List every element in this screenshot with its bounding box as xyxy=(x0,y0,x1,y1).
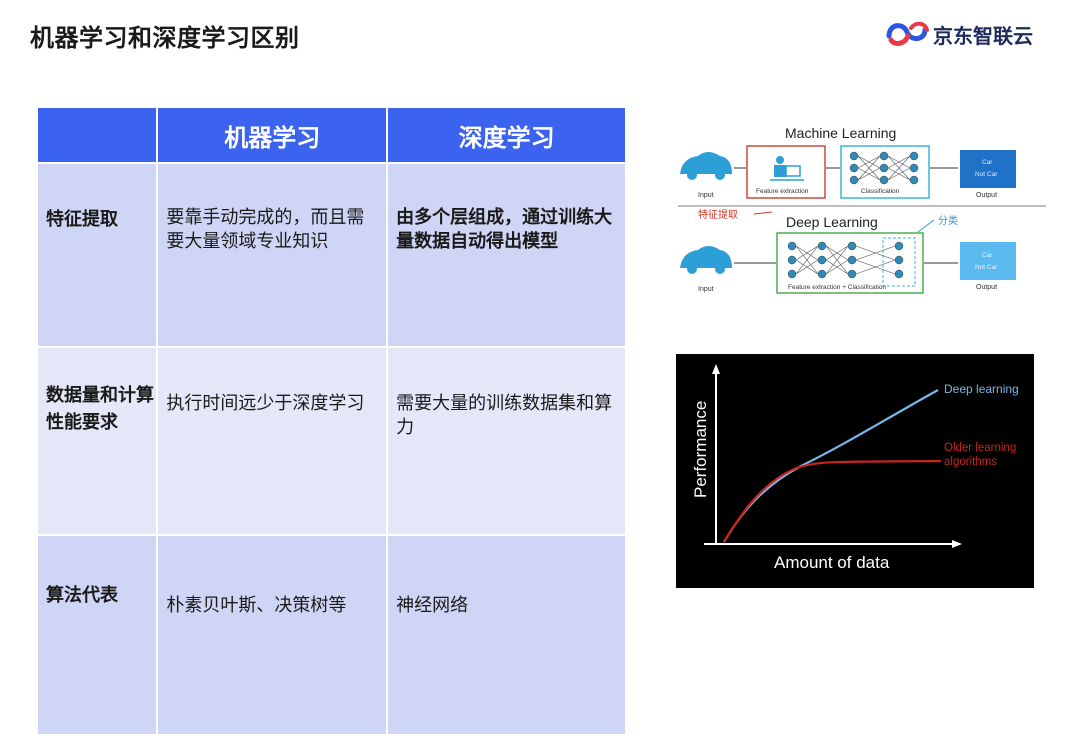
neural-network-icon xyxy=(849,151,919,185)
logo-icon xyxy=(886,21,929,46)
car-label: Car xyxy=(982,252,993,259)
classification-label: Classification xyxy=(861,188,900,195)
brand-logo: 京东智联云 xyxy=(885,18,1060,48)
table-row: 数据量和计算性能要求 执行时间远少于深度学习 需要大量的训练数据集和算力 xyxy=(35,346,627,536)
output-box xyxy=(960,150,1016,188)
row-label: 算法代表 xyxy=(35,534,159,736)
x-axis-label: Amount of data xyxy=(774,553,890,572)
table-row: 算法代表 朴素贝叶斯、决策树等 神经网络 xyxy=(35,534,627,736)
header-dl: 深度学习 xyxy=(386,106,627,164)
feature-extraction-classification-box xyxy=(776,232,924,294)
table-row: 特征提取 要靠手动完成的，而且需要大量领域专业知识 由多个层组成，通过训练大量数… xyxy=(35,162,627,348)
cell-dl: 需要大量的训练数据集和算力 xyxy=(386,346,627,536)
feature-extraction-label: Feature extraction xyxy=(756,188,809,195)
row-label: 特征提取 xyxy=(35,162,159,348)
older-algorithms-legend: Older learning algorithms xyxy=(944,442,1019,468)
classification-box xyxy=(840,145,930,199)
deep-learning-legend: Deep learning xyxy=(944,382,1019,396)
cell-ml: 执行时间远少于深度学习 xyxy=(156,346,389,536)
input-label: Input xyxy=(698,192,714,199)
cell-ml: 要靠手动完成的，而且需要大量领域专业知识 xyxy=(156,162,389,348)
logo-text: 京东智联云 xyxy=(933,24,1033,48)
page-title: 机器学习和深度学习区别 xyxy=(30,24,300,52)
car-label: Car xyxy=(982,159,993,166)
ml-vs-dl-diagram: Machine Learning Input Feature extractio… xyxy=(678,125,1046,294)
person-at-desk-icon xyxy=(770,156,804,181)
feature-extraction-box xyxy=(746,145,826,199)
classification-annotation: 分类 xyxy=(938,214,958,227)
cell-ml: 朴素贝叶斯、决策树等 xyxy=(156,534,389,736)
header-ml: 机器学习 xyxy=(156,106,389,164)
output-box xyxy=(960,242,1016,280)
not-car-label: Not Car xyxy=(975,171,998,178)
comparison-table: 机器学习 深度学习 特征提取 要靠手动完成的，而且需要大量领域专业知识 由多个层… xyxy=(35,106,627,736)
car-icon xyxy=(680,246,732,274)
older-legend-line1: Older learning xyxy=(944,442,1016,454)
feature-extraction-annotation: 特征提取 xyxy=(698,209,738,221)
output-label: Output xyxy=(976,284,997,291)
header-corner xyxy=(35,106,159,164)
combined-label: Feature extraction + Classification xyxy=(788,284,886,291)
output-label: Output xyxy=(976,192,997,199)
deep-neural-network-icon xyxy=(787,241,904,279)
car-icon xyxy=(680,152,732,180)
not-car-label: Not Car xyxy=(975,264,998,271)
row-label: 数据量和计算性能要求 xyxy=(35,346,159,536)
ml-title: Machine Learning xyxy=(785,125,896,141)
performance-chart: Deep learning Older learning algorithms … xyxy=(676,354,1034,588)
table-header-row: 机器学习 深度学习 xyxy=(35,106,627,164)
older-algorithms-line xyxy=(723,459,942,543)
cell-dl: 由多个层组成，通过训练大量数据自动得出模型 xyxy=(386,162,627,348)
y-axis-label: Performance xyxy=(691,401,710,498)
dl-title: Deep Learning xyxy=(786,214,878,230)
input-label: Input xyxy=(698,286,714,293)
older-legend-line2: algorithms xyxy=(944,456,997,468)
cell-dl: 神经网络 xyxy=(386,534,627,736)
